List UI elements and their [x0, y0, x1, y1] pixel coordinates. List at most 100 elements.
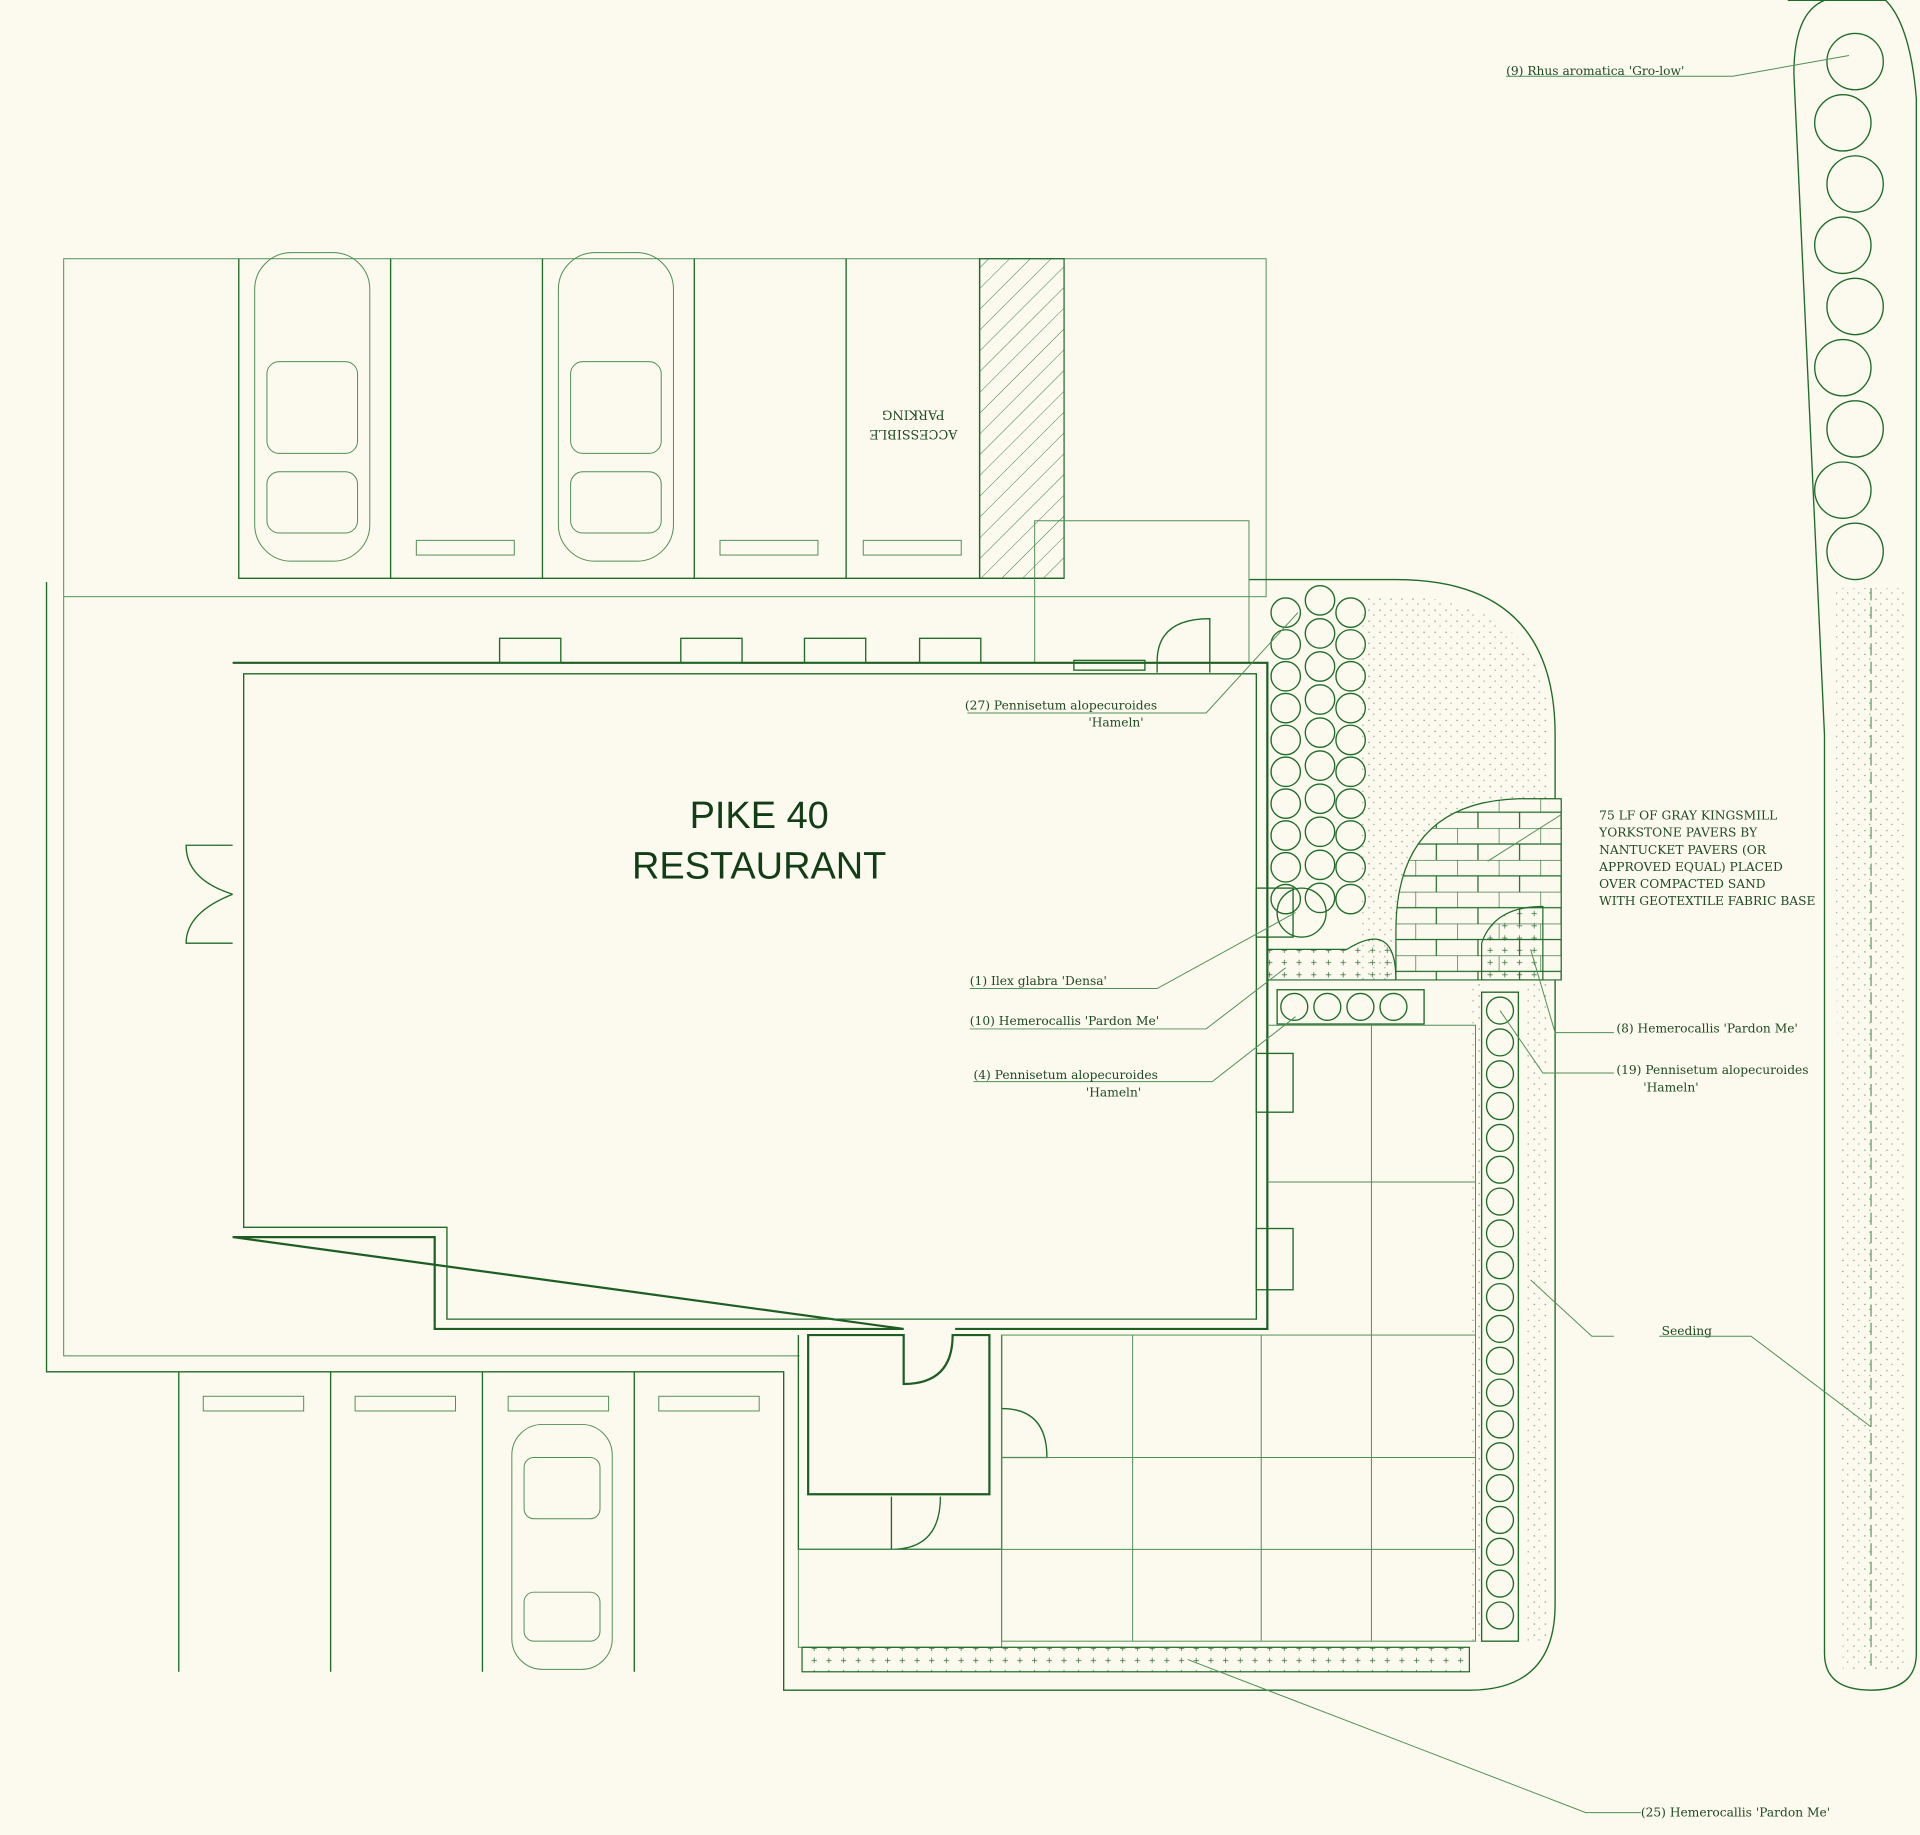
pennisetum-plant-icon [1485, 1378, 1515, 1407]
callout-pennisetum-19: (19) Pennisetum alopecuroides [1616, 1063, 1808, 1077]
accessible-parking-label-2: PARKING [882, 407, 945, 422]
car-icon [254, 252, 371, 562]
rhus-plant-icon [1814, 216, 1872, 275]
building-title: PIKE 40 [690, 795, 829, 837]
pennisetum-plant-icon [1304, 651, 1336, 682]
pennisetum-plant-icon [1304, 717, 1336, 748]
hemerocallis-bed [801, 1646, 1470, 1673]
pennisetum-plant-icon [1485, 1410, 1515, 1439]
accessible-aisle-hatch [978, 258, 1065, 579]
callout-hemerocallis-25: (25) Hemerocallis 'Pardon Me' [1641, 1805, 1830, 1819]
callout-rhus: (9) Rhus aromatica 'Gro-low' [1506, 64, 1684, 78]
pennisetum-plant-icon [1485, 1028, 1515, 1057]
pennisetum-plant-icon [1270, 756, 1302, 788]
callout-pennisetum-27: (27) Pennisetum alopecuroides [965, 698, 1157, 712]
pennisetum-plant-icon [1485, 1155, 1515, 1184]
pennisetum-plant-icon [1485, 1537, 1515, 1566]
hemerocallis-plant-icon [1346, 992, 1375, 1022]
pennisetum-plant-icon [1485, 1346, 1515, 1375]
pennisetum-plant-icon [1335, 756, 1366, 788]
rhus-plant-icon [1814, 93, 1872, 152]
pennisetum-plant-icon [1335, 660, 1366, 692]
pennisetum-plant-icon [1270, 851, 1302, 883]
rhus-plant-icon [1826, 155, 1884, 213]
pennisetum-plant-icon [1485, 1060, 1515, 1089]
hemerocallis-plant-icon [1379, 992, 1408, 1022]
pennisetum-plant-icon [1270, 724, 1302, 756]
rhus-strip [1787, 0, 1917, 1691]
pavers-note-line: APPROVED EQUAL) PLACED [1598, 860, 1783, 874]
pennisetum-plant-icon [1485, 1251, 1515, 1280]
pennisetum-plant-icon [1485, 1314, 1515, 1344]
car-icon [557, 252, 674, 562]
callout-hemerocallis-10: (10) Hemerocallis 'Pardon Me' [970, 1014, 1159, 1028]
ilex-plant-icon [1276, 887, 1327, 938]
callout-ilex: (1) Ilex glabra 'Densa' [970, 974, 1107, 988]
pennisetum-plant-icon [1304, 849, 1336, 881]
hemerocallis-plant-icon [1313, 992, 1342, 1022]
pennisetum-plant-icon [1304, 816, 1336, 848]
rhus-plant-icon [1826, 522, 1884, 581]
rhus-plant-icon [1814, 461, 1872, 519]
pennisetum-plant-icon [1485, 1473, 1515, 1503]
pennisetum-plant-icon [1335, 820, 1366, 851]
top-parking-lot: ACCESSIBLE PARKING [63, 252, 1267, 598]
accessible-parking-label: ACCESSIBLE [869, 426, 958, 441]
bottom-parking-lot [178, 1371, 760, 1672]
patio [797, 1024, 1477, 1673]
pennisetum-plant-icon [1270, 788, 1302, 819]
planting-beds [1266, 0, 1917, 1691]
pennisetum-plant-icon [1485, 996, 1515, 1025]
site-boundary [45, 578, 1556, 1691]
callout-pennisetum-4-cultivar: 'Hameln' [1086, 1085, 1141, 1099]
pennisetum-plant-icon [1335, 851, 1366, 883]
pennisetum-plant-icon [1485, 1442, 1515, 1471]
pennisetum-plant-icon [1335, 724, 1366, 756]
pennisetum-plant-icon [1304, 783, 1336, 815]
callout-hemerocallis-8: (8) Hemerocallis 'Pardon Me' [1616, 1022, 1798, 1036]
pennisetum-plant-icon [1270, 883, 1302, 915]
pennisetum-plant-icon [1270, 820, 1302, 851]
pennisetum-plant-icon [1485, 1569, 1515, 1598]
restaurant-building: PIKE 40 RESTAURANT [185, 618, 1294, 1331]
pennisetum-plant-icon [1485, 1091, 1515, 1121]
pennisetum-plant-icon [1485, 1282, 1515, 1312]
pennisetum-plant-icon [1485, 1187, 1515, 1216]
pennisetum-plant-icon [1485, 1219, 1515, 1248]
pennisetum-plant-icon [1304, 684, 1336, 715]
pennisetum-plant-icon [1270, 660, 1302, 692]
pavers-note-line: WITH GEOTEXTILE FABRIC BASE [1599, 894, 1815, 908]
rhus-plant-icon [1814, 338, 1872, 397]
pennisetum-plant-icon [1335, 629, 1366, 660]
pennisetum-plant-icon [1304, 618, 1336, 649]
pennisetum-plant-icon [1304, 882, 1336, 914]
callout-pavers: 75 LF OF GRAY KINGSMILL YORKSTONE PAVERS… [1598, 809, 1815, 909]
pennisetum-plant-icon [1335, 788, 1366, 819]
callout-seeding: Seeding [1662, 1324, 1712, 1338]
rhus-plant-icon [1826, 277, 1884, 336]
pennisetum-plant-icon [1304, 750, 1336, 782]
callout-pennisetum-19-cultivar: 'Hameln' [1643, 1080, 1698, 1094]
pennisetum-plant-icon [1304, 584, 1336, 616]
hemerocallis-plant-icon [1280, 992, 1309, 1022]
callout-pennisetum-27-cultivar: 'Hameln' [1088, 715, 1143, 729]
pennisetum-plant-icon [1485, 1123, 1515, 1153]
pennisetum-plant-icon [1270, 629, 1302, 660]
callout-pennisetum-4: (4) Pennisetum alopecuroides [973, 1068, 1157, 1082]
pennisetum-plant-icon [1485, 1601, 1515, 1630]
building-subtitle: RESTAURANT [632, 845, 886, 887]
car-icon [511, 1423, 613, 1670]
pennisetum-plant-icon [1270, 597, 1302, 628]
rhus-plant-icon [1826, 32, 1884, 91]
pavers-note-line: OVER COMPACTED SAND [1599, 877, 1766, 891]
pennisetum-plant-icon [1270, 692, 1302, 724]
pennisetum-plant-icon [1485, 1505, 1515, 1535]
pavers-note-line: YORKSTONE PAVERS BY [1598, 826, 1758, 840]
pennisetum-plant-icon [1335, 883, 1366, 915]
pavers-note-line: 75 LF OF GRAY KINGSMILL [1599, 809, 1777, 823]
pennisetum-plant-icon [1335, 597, 1366, 628]
pavers-note-line: NANTUCKET PAVERS (OR [1599, 843, 1767, 857]
door-icon [1156, 618, 1211, 673]
